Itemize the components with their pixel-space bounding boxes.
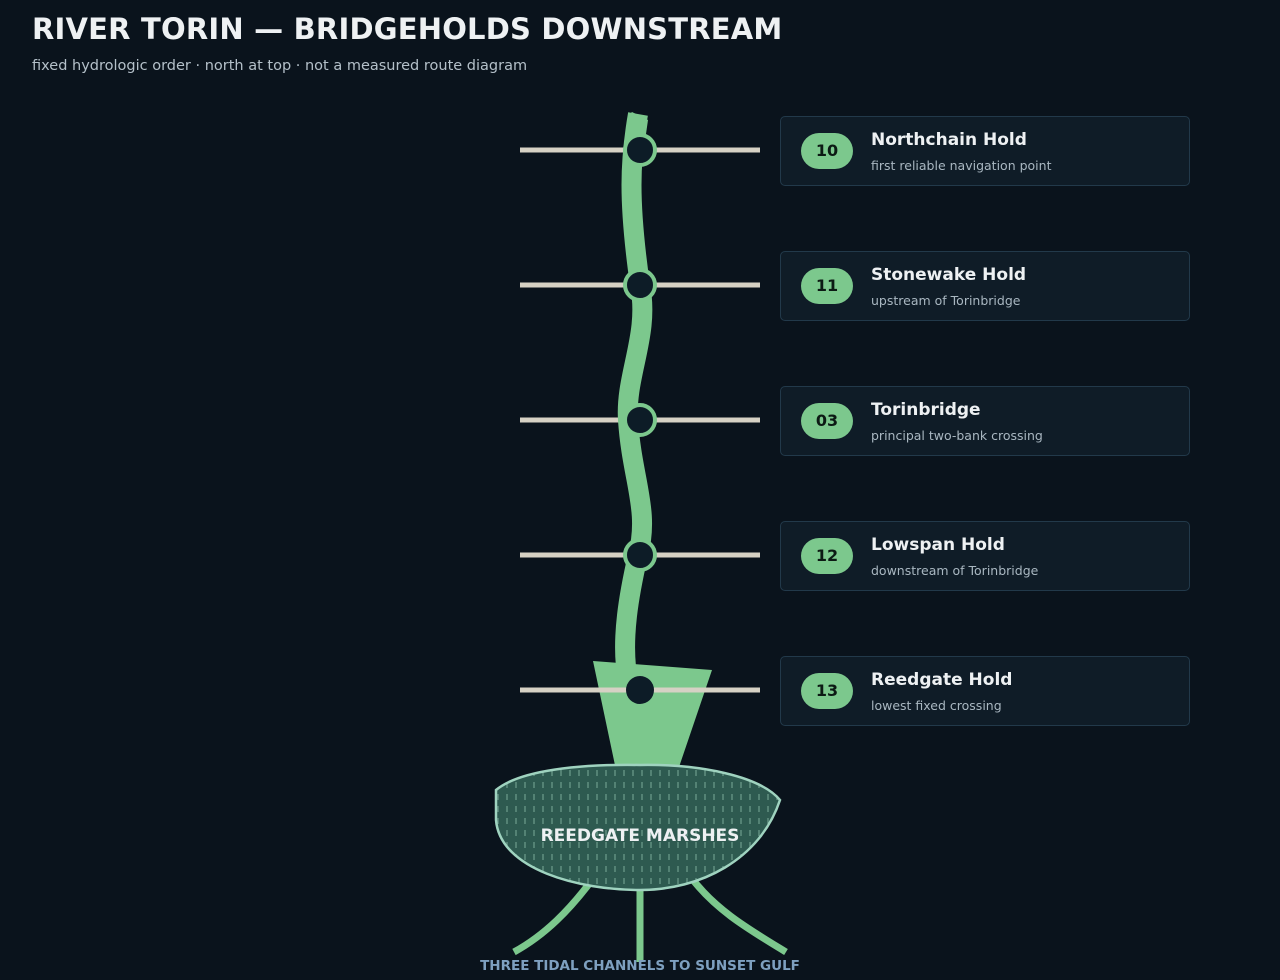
bridge-nodes — [623, 133, 657, 704]
bridgehold-name: Lowspan Hold — [871, 535, 1005, 555]
marsh-hatching — [496, 764, 780, 890]
estuary-wedge — [593, 661, 712, 770]
page-title: RIVER TORIN — BRIDGEHOLDS DOWNSTREAM — [32, 12, 783, 46]
bridgehold-number-badge: 10 — [801, 133, 853, 169]
bridgehold-card-torinbridge: 03 Torinbridge principal two-bank crossi… — [780, 386, 1190, 456]
bridgehold-note: first reliable navigation point — [871, 158, 1052, 173]
outflow-label: THREE TIDAL CHANNELS TO SUNSET GULF — [480, 958, 800, 974]
bridge-node — [623, 538, 657, 572]
bridgehold-note: lowest fixed crossing — [871, 698, 1002, 713]
bridgehold-card-lowspan: 12 Lowspan Hold downstream of Torinbridg… — [780, 521, 1190, 591]
bridge-node — [623, 133, 657, 167]
river-channel — [615, 112, 653, 682]
bridgehold-card-reedgate: 13 Reedgate Hold lowest fixed crossing — [780, 656, 1190, 726]
bridgehold-number-badge: 13 — [801, 673, 853, 709]
bridgehold-number-badge: 11 — [801, 268, 853, 304]
page-subtitle: fixed hydrologic order · north at top · … — [32, 58, 528, 74]
tidal-channel-west — [512, 873, 598, 956]
marsh-label: REEDGATE MARSHES — [541, 826, 740, 846]
bridgehold-note: upstream of Torinbridge — [871, 293, 1021, 308]
bridgehold-name: Reedgate Hold — [871, 670, 1013, 690]
bridgehold-number-badge: 03 — [801, 403, 853, 439]
bridgehold-name: Torinbridge — [871, 400, 981, 420]
bridgehold-name: Stonewake Hold — [871, 265, 1027, 285]
bridgehold-note: downstream of Torinbridge — [871, 563, 1039, 578]
tidal-channel-east — [687, 873, 788, 955]
bridgehold-number-badge: 12 — [801, 538, 853, 574]
bridgehold-note: principal two-bank crossing — [871, 428, 1043, 443]
bridge-node — [626, 676, 654, 704]
reedgate-marsh: REEDGATE MARSHES — [494, 763, 782, 892]
bridgehold-card-stonewake: 11 Stonewake Hold upstream of Torinbridg… — [780, 251, 1190, 321]
bridgehold-name: Northchain Hold — [871, 130, 1027, 150]
bridge-node — [623, 403, 657, 437]
river-source — [628, 112, 648, 134]
bridge-node — [623, 268, 657, 302]
bridgehold-card-northchain: 10 Northchain Hold first reliable naviga… — [780, 116, 1190, 186]
